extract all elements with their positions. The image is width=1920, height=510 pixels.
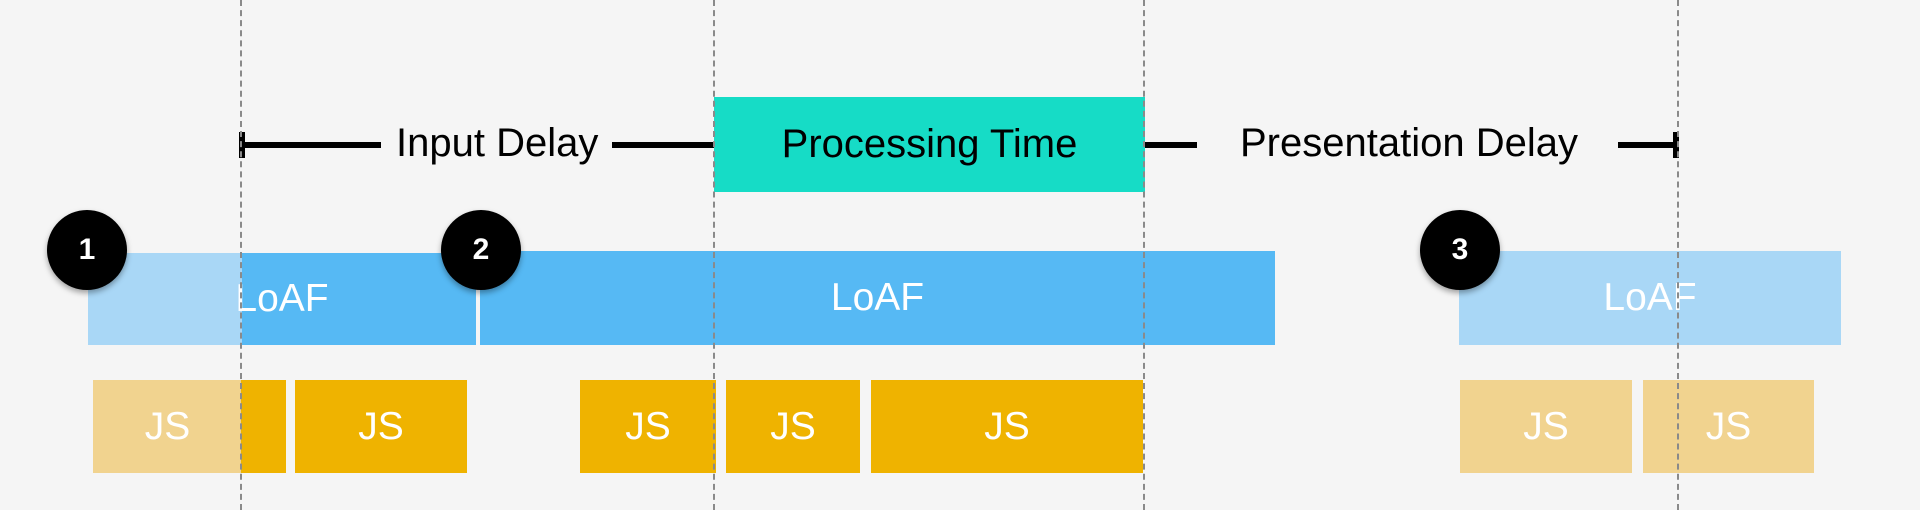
timeline-end-cap — [1673, 132, 1679, 158]
loaf-bar-2-label: LoAF — [830, 276, 925, 319]
js-block-1-label: JS — [144, 404, 191, 448]
js-block-3: JS — [580, 380, 716, 473]
presentation-delay-label: Presentation Delay — [1240, 121, 1578, 165]
js-block-7: JS — [1643, 380, 1814, 473]
loaf-bar-1: LoAF — [88, 253, 476, 345]
processing-time-box: Processing Time — [714, 97, 1145, 192]
js-block-3-label: JS — [625, 404, 671, 448]
js-block-5: JS — [871, 380, 1143, 473]
presentation-end-guide-line — [1677, 0, 1679, 510]
input-delay-line-left — [239, 142, 381, 148]
js-block-2-label: JS — [358, 404, 404, 448]
step-marker-3: 3 — [1420, 210, 1500, 290]
js-block-6-label: JS — [1523, 404, 1569, 448]
js-block-4-label: JS — [770, 404, 816, 448]
processing-start-guide-line — [713, 0, 715, 510]
loaf-bar-1-label: LoAF — [235, 277, 329, 320]
loaf-bar-1-active-part — [242, 253, 476, 345]
js-block-7-label: JS — [1705, 404, 1752, 448]
step-marker-2: 2 — [441, 210, 521, 290]
input-start-guide-line — [240, 0, 242, 510]
js-block-5-label: JS — [984, 404, 1030, 448]
loaf-bar-3: LoAF — [1459, 251, 1841, 345]
presentation-delay-line-left — [1145, 142, 1197, 148]
js-block-6: JS — [1460, 380, 1632, 473]
input-delay-line-right — [612, 142, 714, 148]
js-block-2: JS — [295, 380, 467, 473]
presentation-delay-line-right — [1618, 142, 1676, 148]
js-block-1: JS — [93, 380, 286, 473]
loaf-bar-3-label: LoAF — [1603, 276, 1697, 319]
js-block-1-active-part — [241, 380, 286, 473]
processing-end-guide-line — [1143, 0, 1145, 510]
processing-time-label: Processing Time — [781, 122, 1078, 166]
loaf-bar-2: LoAF — [480, 251, 1275, 345]
input-delay-label: Input Delay — [396, 121, 599, 165]
js-block-4: JS — [726, 380, 860, 473]
step-marker-1: 1 — [47, 210, 127, 290]
